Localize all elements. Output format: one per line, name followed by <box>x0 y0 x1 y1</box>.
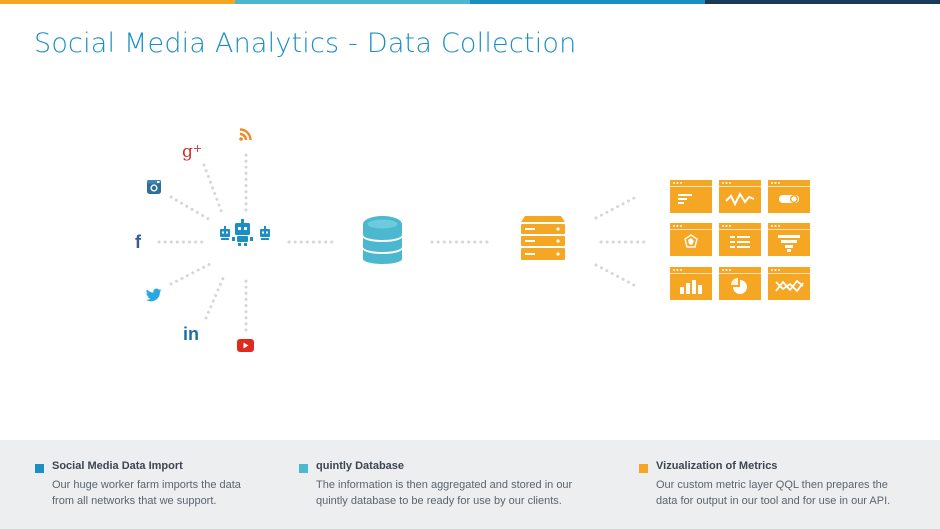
pie-chart-icon <box>719 267 761 300</box>
funnel-chart-icon <box>768 223 810 256</box>
robot-right <box>260 226 270 240</box>
toggle-chart-icon <box>768 180 810 213</box>
footer-bullet-blue <box>35 464 44 473</box>
robot-center <box>232 219 253 246</box>
footer-heading: Vizualization of Metrics <box>656 460 778 472</box>
top-bar-segment-teal <box>235 0 470 4</box>
linkedin-icon: in <box>183 324 199 344</box>
connector-gplus <box>202 163 224 215</box>
footer-heading: quintly Database <box>316 460 405 472</box>
connector-lines <box>157 153 646 332</box>
cross-line-chart-icon <box>768 267 810 300</box>
robot-left <box>220 226 230 240</box>
footer-bullet-teal <box>299 464 308 473</box>
list-chart-icon <box>670 180 712 213</box>
robot-workers-icon <box>220 219 270 246</box>
footer-line: quintly database to be ready for use by … <box>316 495 562 507</box>
table-chart-icon <box>719 223 761 256</box>
connector-linkedin <box>204 274 226 320</box>
connector-server-top <box>594 196 636 220</box>
database-icon <box>363 216 402 264</box>
bar-chart-icon <box>670 267 712 300</box>
instagram-icon <box>147 180 161 194</box>
footer-line: data for output in our tool and for use … <box>656 495 891 507</box>
footer-line: Our custom metric layer QQL then prepare… <box>656 479 888 491</box>
youtube-icon <box>237 339 254 352</box>
rss-icon <box>239 128 252 141</box>
line-chart-icon <box>719 180 761 213</box>
footer-bullet-orange <box>639 464 648 473</box>
footer-line: from all networks that we support. <box>52 495 217 507</box>
connector-twitter <box>169 261 214 286</box>
server-icon <box>521 216 565 260</box>
top-bar-segment-orange <box>0 0 235 4</box>
radar-chart-icon <box>670 223 712 256</box>
footer-panel: Social Media Data Import Our huge worker… <box>0 440 940 529</box>
twitter-icon <box>146 288 162 302</box>
footer-text: Our custom metric layer QQL then prepare… <box>656 477 890 509</box>
page-title: Social Media Analytics - Data Collection <box>34 28 577 59</box>
footer-line: Our huge worker farm imports the data <box>52 479 241 491</box>
top-color-bar <box>0 0 940 4</box>
top-bar-segment-navy <box>705 0 940 4</box>
data-flow-diagram: g+ f in <box>135 128 810 352</box>
top-bar-segment-blue <box>470 0 705 4</box>
connector-server-bot <box>594 263 636 287</box>
footer-text: The information is then aggregated and s… <box>316 477 572 509</box>
footer-line: The information is then aggregated and s… <box>316 479 573 491</box>
footer-text: Our huge worker farm imports the data fr… <box>52 477 241 509</box>
footer-heading: Social Media Data Import <box>52 460 183 472</box>
metrics-grid <box>670 180 810 300</box>
connector-instagram <box>169 195 214 223</box>
google-plus-icon: g+ <box>182 142 202 162</box>
facebook-icon: f <box>135 232 142 252</box>
